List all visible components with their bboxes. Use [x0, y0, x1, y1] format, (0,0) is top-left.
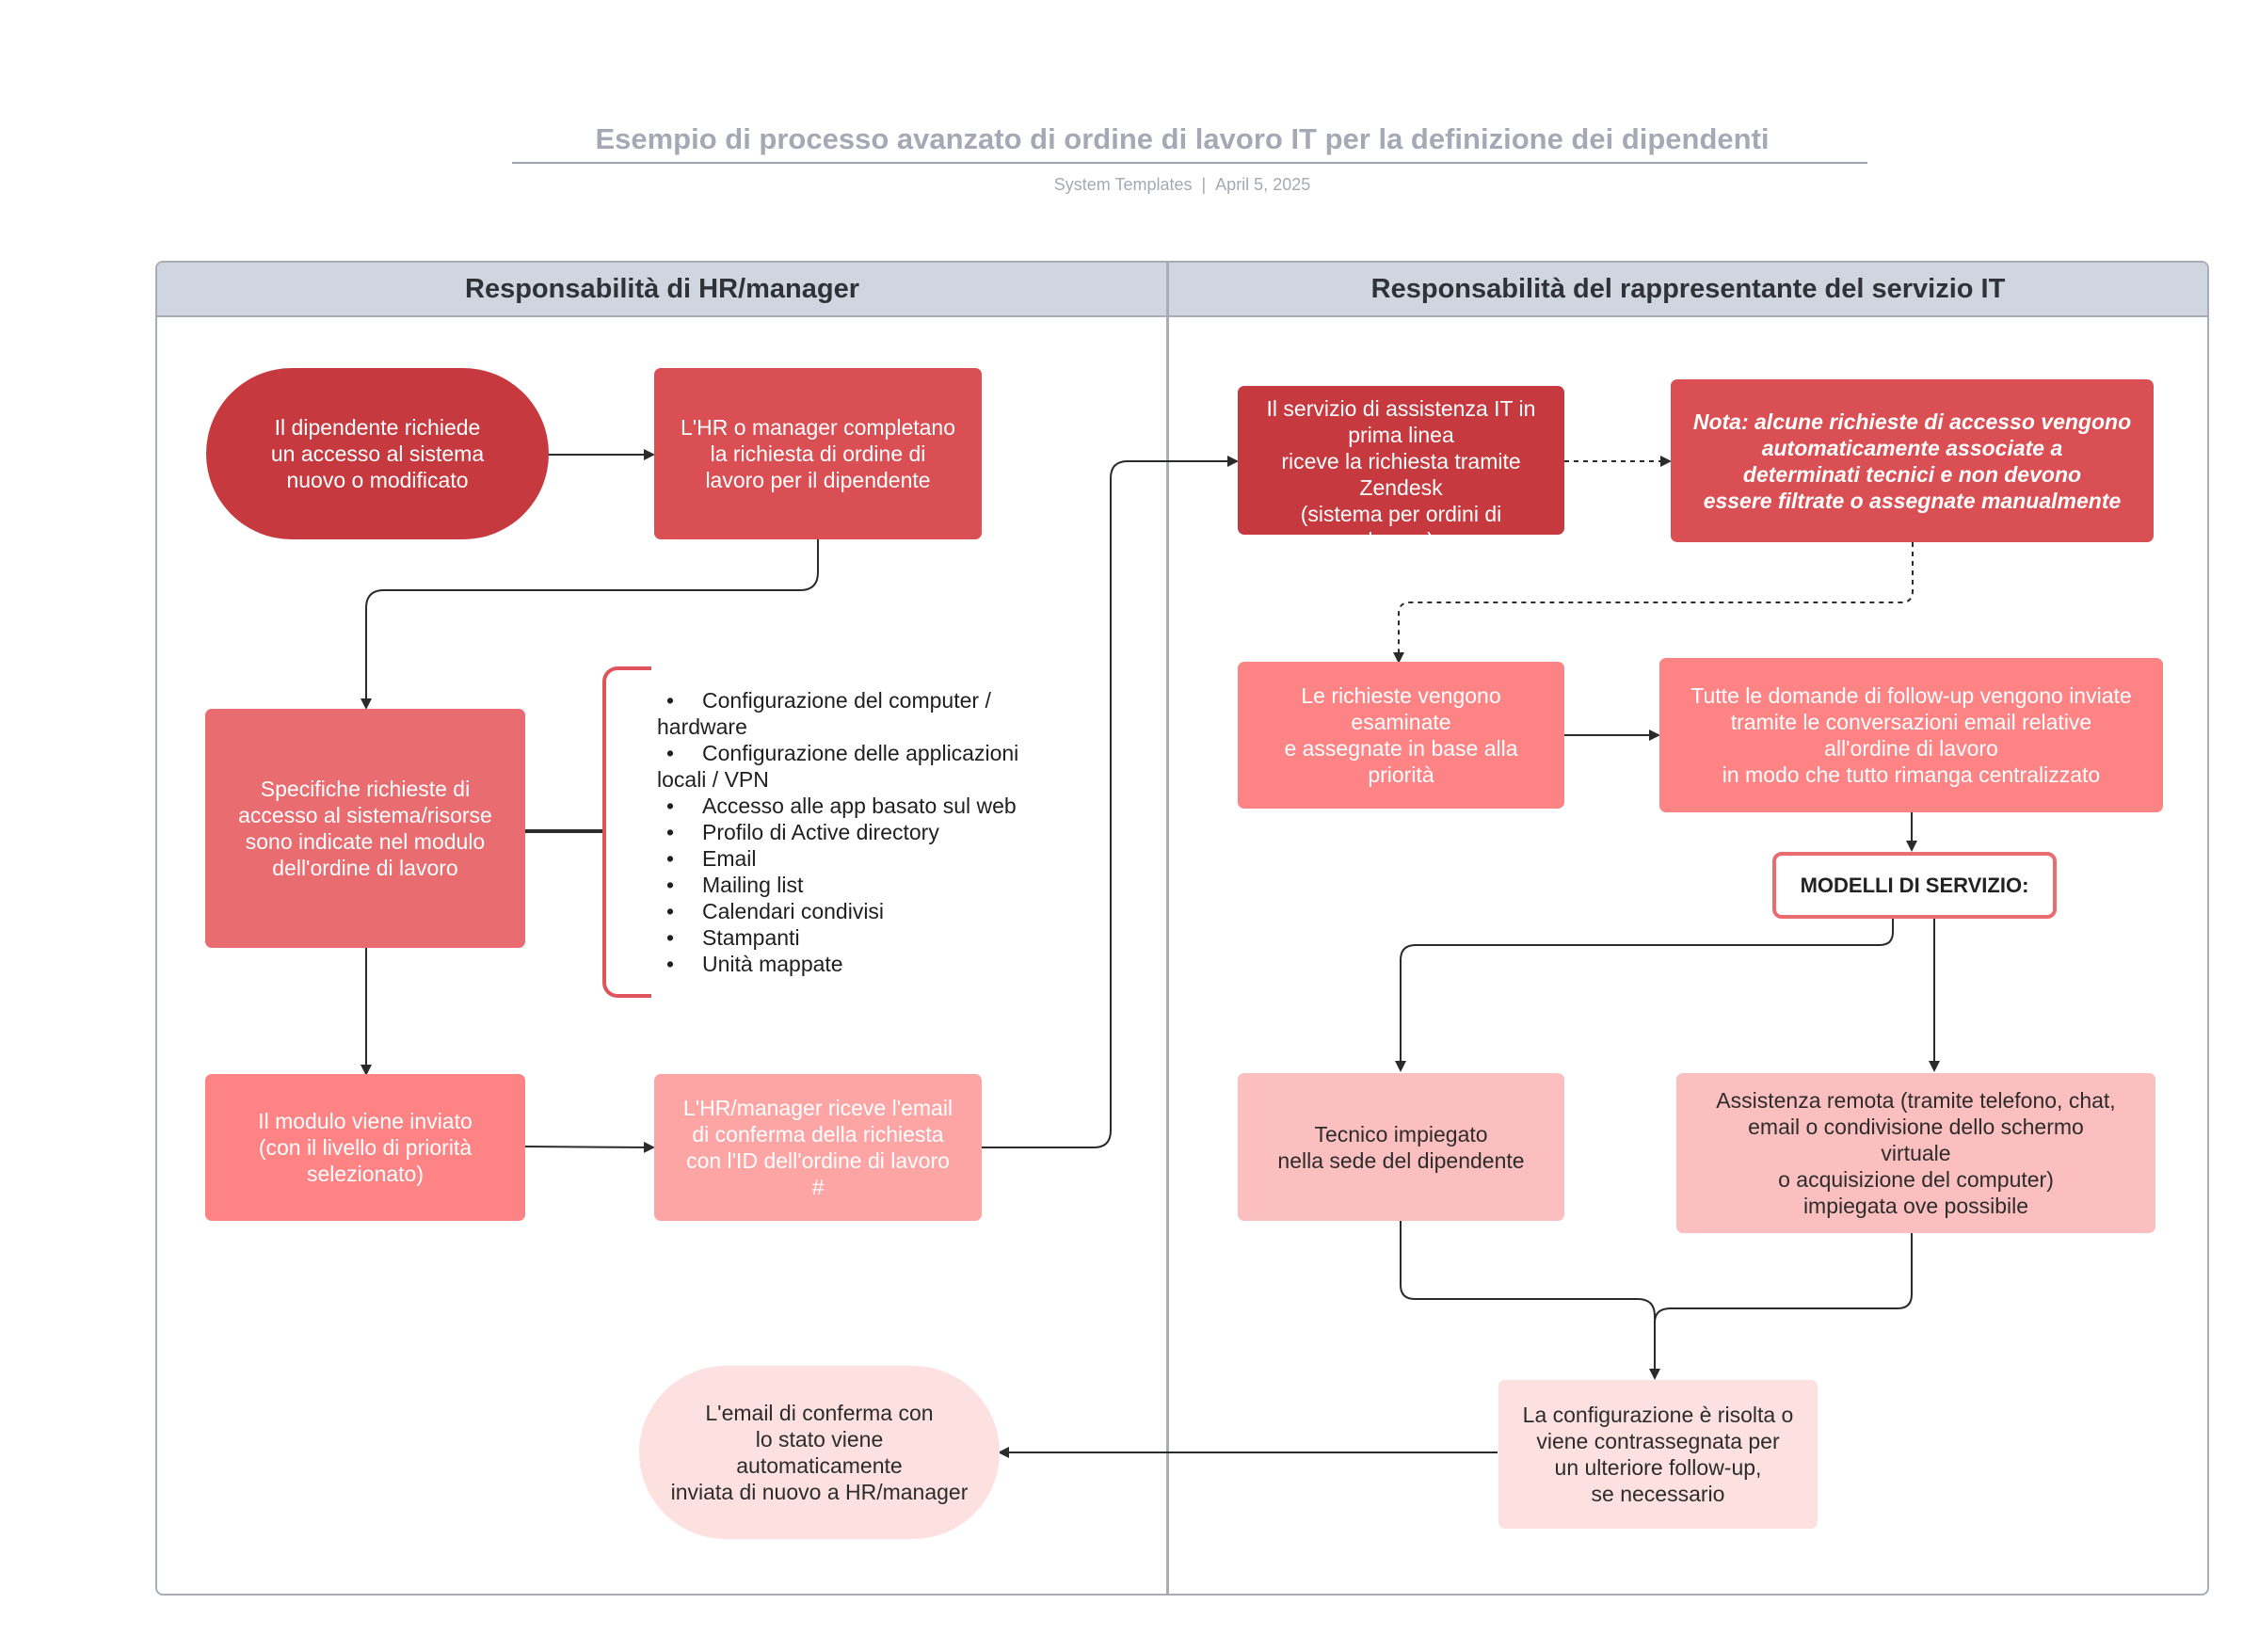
- node-hr-complete-order: L'HR o manager completano la richiesta d…: [654, 368, 982, 539]
- title-underline: [512, 162, 1867, 164]
- node-configuration-resolved: La configurazione è risolta o viene cont…: [1498, 1380, 1818, 1529]
- list-item: •Accesso alle app basato sul web: [666, 794, 1017, 818]
- bracket-connector: [525, 829, 602, 833]
- edge-onsite-to-resolved: [1400, 1221, 1660, 1380]
- node-auto-assignment-note: Nota: alcune richieste di accesso vengon…: [1671, 379, 2154, 542]
- node-follow-up-emails: Tutte le domande di follow-up vengono in…: [1659, 658, 2163, 812]
- edge-confirmation-to-it: [982, 456, 1239, 1148]
- swimlane-board: [155, 261, 2209, 1596]
- node-confirmation-email: L'HR/manager riceve l'email di conferma …: [654, 1074, 982, 1221]
- subtitle-separator: |: [1201, 175, 1207, 194]
- page-title: Esempio di processo avanzato di ordine d…: [595, 122, 1770, 155]
- page-subtitle: System Templates | April 5, 2025: [0, 175, 2259, 195]
- node-service-models: MODELLI DI SERVIZIO:: [1772, 852, 2057, 919]
- edge-remote-to-resolved: [1654, 1233, 1913, 1323]
- edge-hr-to-specific: [360, 539, 819, 710]
- list-item: •Stampanti: [666, 925, 800, 950]
- node-review-and-assign: Le richieste vengono esaminate e assegna…: [1238, 662, 1564, 809]
- node-final-status-email: L'email di conferma con lo stato viene a…: [639, 1366, 1000, 1539]
- edge-note-to-review: [1393, 542, 1914, 664]
- source-label: System Templates: [1053, 175, 1193, 194]
- node-it-receives-ticket: Il servizio di assistenza IT in prima li…: [1238, 386, 1564, 535]
- lane-header-divider: [157, 315, 2207, 317]
- node-onsite-technician: Tecnico impiegato nella sede del dipende…: [1238, 1073, 1564, 1221]
- list-item: •Profilo di Active directory: [666, 820, 939, 844]
- lane-header-it-service: Responsabilità del rappresentante del se…: [1169, 263, 2207, 316]
- list-item: •Configurazione del computer / hardware: [657, 688, 991, 739]
- date-label: April 5, 2025: [1215, 175, 1311, 194]
- node-form-submitted: Il modulo viene inviato (con il livello …: [205, 1074, 525, 1221]
- node-employee-request: Il dipendente richiede un accesso al sis…: [206, 368, 549, 539]
- list-bracket: [602, 666, 651, 998]
- node-remote-support: Assistenza remota (tramite telefono, cha…: [1676, 1073, 2155, 1233]
- list-item: •Configurazione delle applicazioni local…: [657, 741, 1019, 792]
- list-item: •Mailing list: [666, 873, 804, 897]
- list-item: •Unità mappate: [666, 952, 843, 976]
- list-item: •Calendari condivisi: [666, 899, 885, 923]
- access-requirements-list: •Configurazione del computer / hardware …: [657, 687, 1062, 977]
- lane-divider: [1166, 263, 1169, 1594]
- lane-header-hr-manager: Responsabilità di HR/manager: [157, 263, 1167, 316]
- edge-models-to-onsite: [1395, 919, 1894, 1072]
- node-specific-access-requests: Specifiche richieste di accesso al siste…: [205, 709, 525, 948]
- list-item: •Email: [666, 846, 757, 871]
